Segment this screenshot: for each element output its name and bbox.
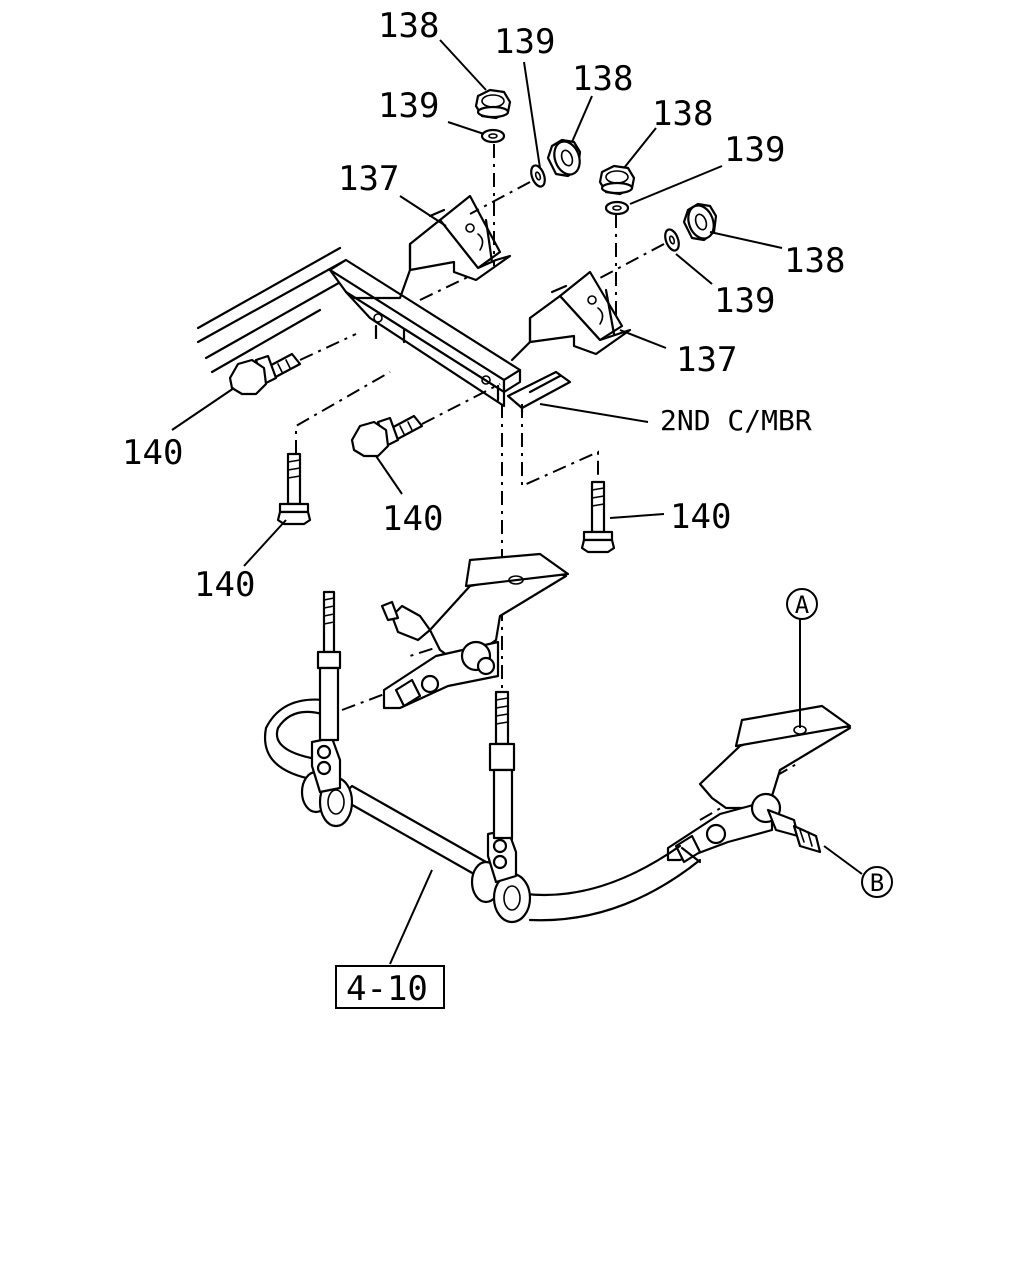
link-rod-right (488, 690, 516, 840)
label-140-left: 140 (122, 433, 183, 473)
upper-bracket-137-left (350, 194, 512, 300)
callout-a: A (786, 588, 818, 620)
label-138-top: 138 (378, 6, 439, 46)
label-138-right-top: 138 (652, 94, 713, 134)
lower-bracket-137-right (510, 270, 632, 362)
label-138-right: 138 (784, 241, 845, 281)
bolt-140-left (228, 352, 302, 396)
callout-a-label: A (795, 591, 810, 619)
label-140-bottom: 140 (194, 565, 255, 605)
label-140-mid: 140 (382, 499, 443, 539)
nut-138-mid (546, 138, 582, 178)
label-137-upper: 137 (338, 159, 399, 199)
label-139-mid: 139 (494, 22, 555, 62)
label-139-right-top: 139 (724, 130, 785, 170)
stabilizer-bushing-left (300, 736, 354, 828)
frame-side-rails (196, 246, 348, 374)
reference-box-4-10: 4-10 (335, 965, 445, 1009)
label-2nd-crossmember: 2ND C/MBR (660, 404, 812, 437)
washer-139-right (664, 228, 680, 252)
stabilizer-bushing-right (470, 828, 532, 924)
label-138-mid: 138 (572, 59, 633, 99)
bolt-140-vertical-left (276, 452, 312, 526)
part-number-labels: 138 139 139 138 138 139 137 138 139 137 … (122, 6, 845, 605)
nut-138-top (474, 88, 512, 120)
leader-lines (171, 39, 863, 965)
bolt-140-vertical-right (580, 480, 616, 554)
label-140-right: 140 (670, 497, 731, 537)
right-frame-bracket (666, 704, 852, 864)
washer-139-right-top (604, 200, 630, 216)
washer-139-mid (530, 164, 546, 188)
second-crossmember (328, 258, 572, 414)
reference-box-label: 4-10 (346, 969, 428, 1009)
label-139-left: 139 (378, 86, 439, 126)
nut-138-right (682, 202, 718, 242)
washer-139-left (480, 128, 506, 144)
link-rod-left (316, 590, 342, 742)
label-137-lower: 137 (676, 340, 737, 380)
callout-b: B (861, 866, 893, 898)
callout-b-label: B (870, 869, 884, 897)
bolt-140-mid (350, 414, 424, 458)
label-139-right: 139 (714, 281, 775, 321)
nut-138-right-top (598, 164, 636, 196)
left-frame-bracket (380, 552, 570, 710)
